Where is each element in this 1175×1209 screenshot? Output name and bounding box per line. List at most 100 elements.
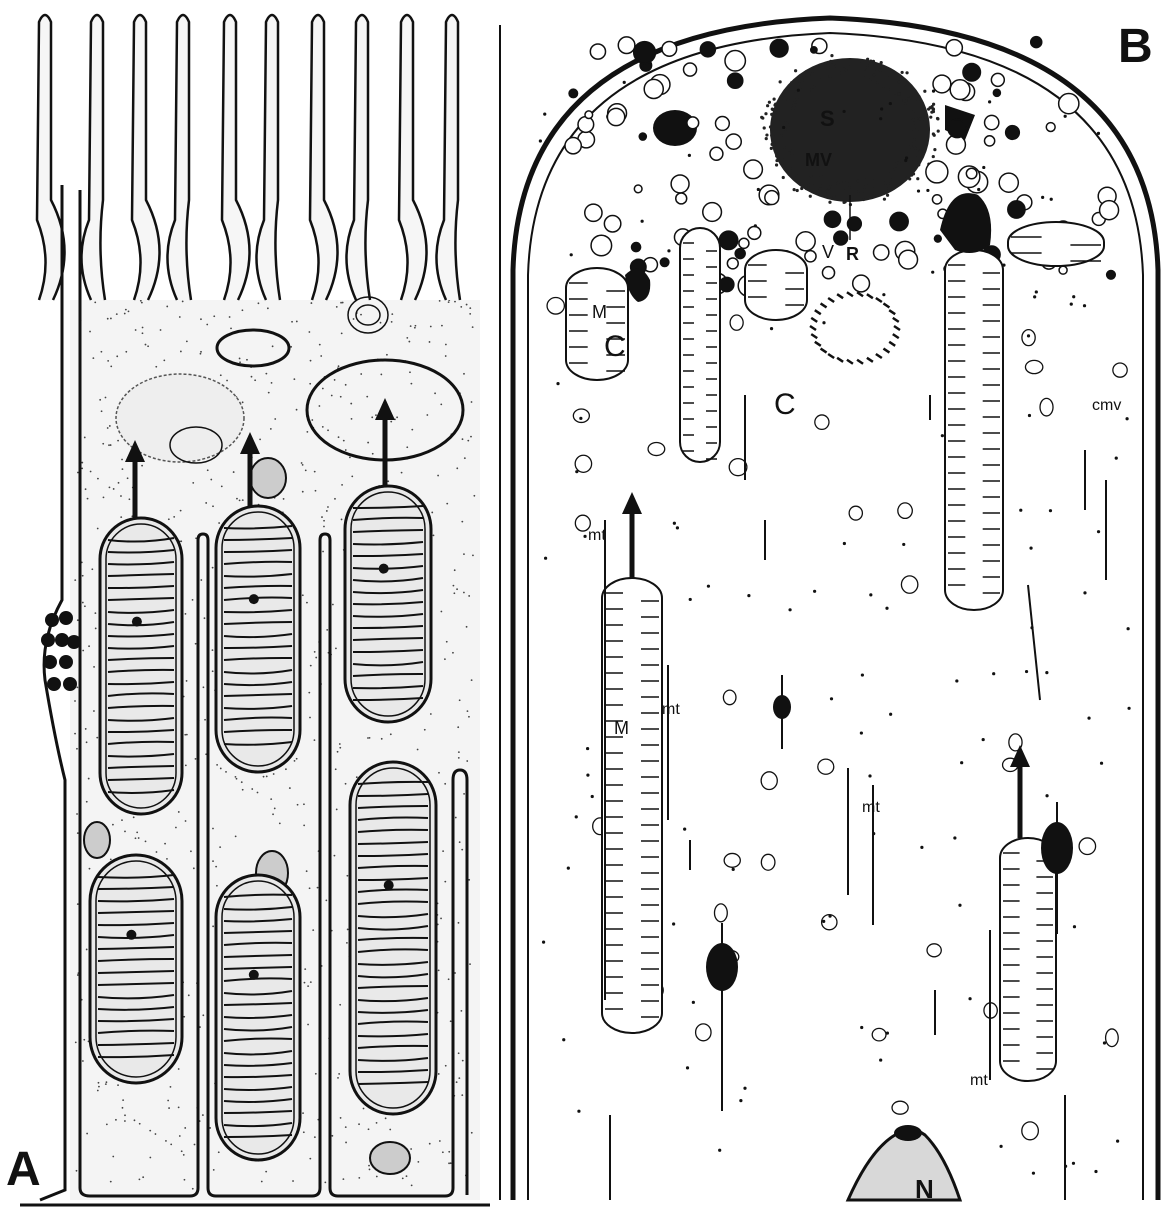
clear-vesicle: [932, 195, 941, 204]
stipple-dot: [303, 824, 305, 826]
stipple-dot: [444, 783, 446, 785]
stipple-dot: [444, 881, 446, 883]
stipple-dot: [463, 553, 465, 555]
dense-speck: [790, 110, 793, 113]
dense-speck: [819, 187, 822, 190]
dense-speck: [921, 147, 924, 150]
stipple-dot: [166, 858, 168, 860]
label-mt-1: mt: [588, 527, 606, 544]
stipple-dot: [203, 686, 205, 688]
stipple-dot: [459, 841, 461, 843]
dot: [1027, 334, 1030, 337]
dense-speck: [780, 97, 783, 100]
stipple-dot: [124, 1114, 126, 1116]
stipple-dot: [391, 313, 393, 315]
stipple-dot: [446, 641, 448, 643]
stipple-dot: [324, 1182, 326, 1184]
clear-vesicle: [607, 108, 624, 125]
dense-speck: [872, 73, 875, 76]
stipple-dot: [469, 313, 471, 315]
dense-speck: [773, 98, 776, 101]
stipple-dot: [236, 498, 238, 500]
dot: [1125, 417, 1128, 420]
dot: [842, 110, 845, 113]
dense-vesicle: [948, 119, 966, 137]
dense-speck: [784, 119, 787, 122]
stipple-dot: [446, 503, 448, 505]
dense-speck: [895, 85, 898, 88]
dot: [1070, 303, 1073, 306]
stipple-dot: [225, 771, 227, 773]
stipple-dot: [410, 1148, 412, 1150]
stipple-dot: [309, 717, 311, 719]
stipple-dot: [471, 1132, 473, 1134]
dot: [586, 747, 589, 750]
ring-dash: [889, 342, 895, 346]
stipple-dot: [102, 443, 104, 445]
dense-speck: [770, 147, 773, 150]
mitochondrion: [680, 228, 720, 462]
mito-granule: [384, 880, 394, 890]
dot: [1035, 290, 1038, 293]
stipple-dot: [254, 379, 256, 381]
stipple-dot: [342, 1178, 344, 1180]
stipple-dot: [164, 843, 166, 845]
stipple-dot: [368, 1165, 370, 1167]
stipple-dot: [210, 479, 212, 481]
dense-vesicle: [963, 63, 981, 81]
dot: [688, 154, 691, 157]
dot: [591, 795, 594, 798]
stipple-dot: [463, 373, 465, 375]
dense-speck: [774, 102, 777, 105]
dense-vesicle: [639, 133, 646, 140]
ring-dash: [837, 294, 843, 298]
ring-dash: [889, 310, 895, 314]
stipple-dot: [466, 760, 468, 762]
stipple-dot: [315, 490, 317, 492]
stipple-dot: [411, 1184, 413, 1186]
stipple-dot: [135, 837, 137, 839]
stipple-dot: [450, 1162, 452, 1164]
stipple-dot: [337, 1077, 339, 1079]
stipple-dot: [406, 337, 408, 339]
stipple-dot: [444, 658, 446, 660]
stipple-dot: [110, 318, 112, 320]
stipple-dot: [212, 828, 214, 830]
dense-speck: [863, 185, 866, 188]
dot: [542, 941, 545, 944]
stipple-dot: [86, 801, 88, 803]
stipple-dot: [463, 592, 465, 594]
stipple-dot: [331, 395, 333, 397]
clear-vesicle: [618, 37, 635, 54]
clear-vesicle: [991, 73, 1004, 86]
stipple-dot: [315, 1073, 317, 1075]
dot: [1083, 591, 1086, 594]
stipple-dot: [318, 405, 320, 407]
dense-vesicle: [993, 89, 1000, 96]
dot: [732, 868, 735, 871]
dense-speck: [914, 154, 917, 157]
dense-speck: [809, 175, 812, 178]
stipple-dot: [184, 1179, 186, 1181]
dense-speck: [865, 70, 868, 73]
dense-speck: [768, 101, 771, 104]
dense-speck: [798, 80, 801, 83]
stipple-dot: [81, 462, 83, 464]
stipple-dot: [122, 1107, 124, 1109]
dense-speck: [766, 104, 769, 107]
stipple-dot: [322, 426, 324, 428]
stipple-dot: [160, 329, 162, 331]
stipple-dot: [473, 495, 475, 497]
dense-speck: [763, 126, 766, 129]
granule: [47, 677, 61, 691]
stipple-dot: [82, 650, 84, 652]
dense-speck: [862, 198, 865, 201]
stipple-dot: [213, 315, 215, 317]
dense-speck: [906, 85, 909, 88]
dot: [885, 607, 888, 610]
stipple-dot: [466, 626, 468, 628]
dense-speck: [909, 96, 912, 99]
stipple-dot: [372, 453, 374, 455]
clear-vesicle: [853, 275, 870, 292]
clear-vesicle: [703, 203, 722, 222]
